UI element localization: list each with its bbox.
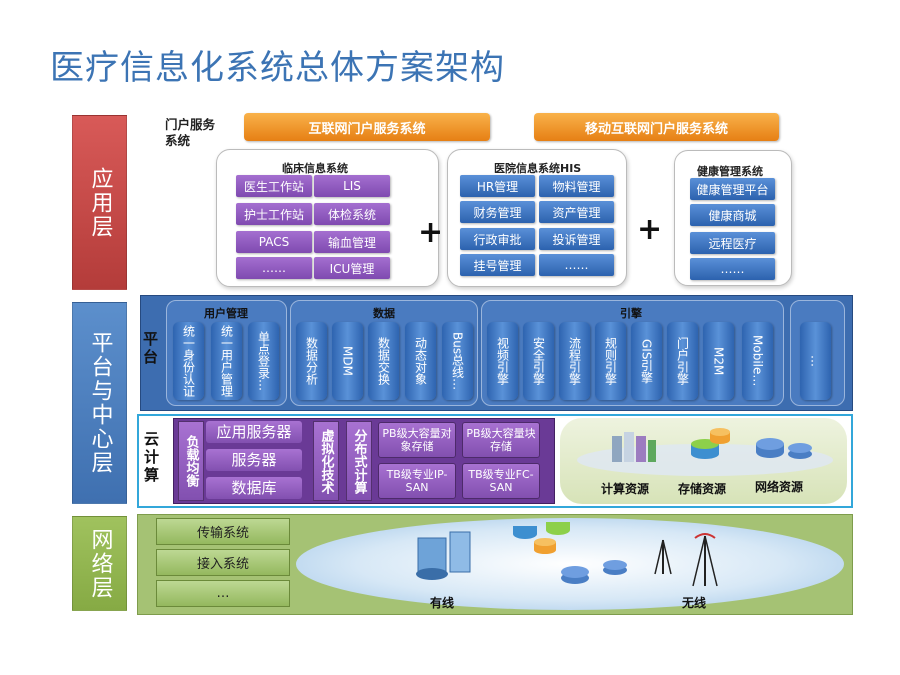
network-ellipse [296, 518, 844, 610]
cloud-computing-label: 云计算 [144, 430, 160, 484]
user-mgmt-item: 统一身份认证 [173, 322, 204, 400]
his-item: 财务管理 [460, 201, 535, 223]
his-item: HR管理 [460, 175, 535, 197]
user-mgmt-item: 统一用户管理 [211, 322, 242, 400]
load-balance-cell: 负载均衡 [178, 421, 204, 501]
network-icons [416, 522, 718, 587]
virtualization-cell: 虚拟化技术 [313, 421, 339, 501]
storage-cell: TB级专业IP-SAN [378, 463, 456, 499]
user-mgmt-title: 用户管理 [204, 307, 248, 320]
clinical-item: LIS [314, 175, 390, 197]
storage-cell: TB级专业FC-SAN [462, 463, 540, 499]
clinical-item: ICU管理 [314, 257, 390, 279]
antenna-icon [654, 539, 672, 575]
wired-label: 有线 [430, 596, 455, 610]
layer-application: 应用层 [72, 115, 127, 290]
data-item: Bus总线… [442, 322, 473, 400]
layer-platform: 平台与中心层 [72, 302, 127, 504]
server-cell: 服务器 [206, 449, 302, 471]
user-mgmt-item: 单点登录… [248, 322, 279, 400]
more-item: … [800, 322, 831, 400]
network-item: 接入系统 [156, 549, 290, 576]
his-system-title: 医院信息系统HIS [494, 162, 582, 175]
engine-item: Mobile… [742, 322, 773, 400]
storage-cell: PB级大容量对象存储 [378, 422, 456, 458]
clinical-item: 医生工作站 [236, 175, 312, 197]
engine-item: 视频引擎 [487, 322, 518, 400]
his-item: 资产管理 [539, 201, 614, 223]
engine-title: 引擎 [620, 307, 642, 320]
health-item: 远程医疗 [690, 232, 775, 254]
data-item: 数据分析 [296, 322, 327, 400]
database-icon [513, 522, 570, 554]
his-item: 挂号管理 [460, 254, 535, 276]
router-icon [561, 560, 627, 584]
server-cell: 数据库 [206, 477, 302, 499]
data-item: 数据交换 [368, 322, 399, 400]
router-icon [756, 438, 812, 459]
network-resource-label: 网络资源 [755, 480, 804, 494]
server-cell: 应用服务器 [206, 421, 302, 443]
network-item: 传输系统 [156, 518, 290, 545]
layer-network: 网络层 [72, 516, 127, 611]
resource-icons [577, 428, 833, 476]
storage-resource-label: 存储资源 [678, 482, 727, 496]
compute-resource-label: 计算资源 [601, 482, 650, 496]
engine-item: 安全引擎 [523, 322, 554, 400]
his-item: 物料管理 [539, 175, 614, 197]
health-item: 健康商城 [690, 204, 775, 226]
page-title: 医疗信息化系统总体方案架构 [50, 48, 505, 88]
network-item: … [156, 580, 290, 607]
portal-label: 门户服务系统 [165, 117, 216, 148]
database-icon [691, 428, 730, 459]
clinical-item: 体检系统 [314, 203, 390, 225]
his-item: 投诉管理 [539, 228, 614, 250]
clinical-item: …… [236, 257, 312, 279]
plus-sign: + [637, 212, 663, 247]
wireless-label: 无线 [682, 596, 707, 610]
engine-item: M2M [703, 322, 734, 400]
mobile-portal-bar: 移动互联网门户服务系统 [534, 113, 779, 141]
plus-sign: + [418, 215, 444, 250]
clinical-item: 护士工作站 [236, 203, 312, 225]
platform-label: 平台 [143, 330, 159, 366]
health-item: 健康管理平台 [690, 178, 775, 200]
storage-cell: PB级大容量块存储 [462, 422, 540, 458]
health-item: …… [690, 258, 775, 280]
distributed-cell: 分布式计算 [346, 421, 372, 501]
engine-item: 门户引擎 [667, 322, 698, 400]
clinical-item: 输血管理 [314, 231, 390, 253]
server-icon [416, 531, 471, 580]
internet-portal-bar: 互联网门户服务系统 [244, 113, 490, 141]
data-title: 数据 [373, 307, 395, 320]
engine-item: 规则引擎 [595, 322, 626, 400]
his-item: 行政审批 [460, 228, 535, 250]
tower-icon [692, 533, 718, 587]
health-system-title: 健康管理系统 [697, 165, 763, 178]
engine-item: GIS引擎 [631, 322, 662, 400]
clinical-system-title: 临床信息系统 [282, 162, 348, 175]
clinical-item: PACS [236, 231, 312, 253]
his-item: …… [539, 254, 614, 276]
data-item: 动态对象 [405, 322, 436, 400]
server-rack-icon [612, 432, 656, 462]
engine-item: 流程引擎 [559, 322, 590, 400]
data-item: MDM [332, 322, 363, 400]
